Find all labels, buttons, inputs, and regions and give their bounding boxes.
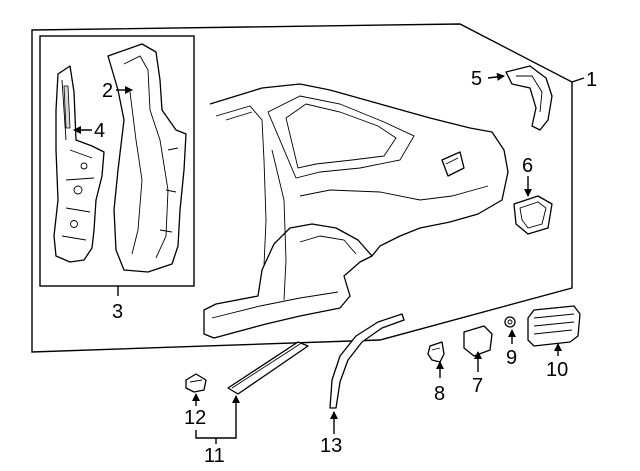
leader-lines <box>73 72 585 444</box>
pillar-inner-part-4 <box>53 65 105 263</box>
side-marker-lamp-part-10 <box>527 305 581 347</box>
callout-1: 1 <box>586 69 597 91</box>
callout-4: 4 <box>94 120 105 142</box>
fuel-door-part-7 <box>463 325 493 357</box>
fuel-door-housing-part-6 <box>513 195 553 235</box>
callout-5: 5 <box>471 68 482 90</box>
wheel-arch-moulding-part-13 <box>329 313 405 409</box>
quarter-panel-part-1 <box>203 83 509 339</box>
callout-12: 12 <box>184 407 206 429</box>
callout-3: 3 <box>112 301 123 323</box>
assembly-outline <box>31 23 573 353</box>
pillar-panel-part-2 <box>107 43 187 273</box>
moulding-part-11 <box>227 341 309 395</box>
callout-6: 6 <box>522 155 533 177</box>
callout-13: 13 <box>320 435 342 457</box>
fastener-part-12 <box>185 373 207 393</box>
callout-8: 8 <box>434 383 445 405</box>
callout-11: 11 <box>204 445 225 467</box>
grommet-part-9 <box>504 316 516 328</box>
bracket-part-5 <box>505 65 553 131</box>
pillar-group-box <box>39 35 195 287</box>
callout-2: 2 <box>102 80 113 102</box>
callout-10: 10 <box>546 359 568 381</box>
clip-part-8 <box>427 341 445 363</box>
callout-7: 7 <box>472 375 483 397</box>
callout-9: 9 <box>506 347 517 369</box>
